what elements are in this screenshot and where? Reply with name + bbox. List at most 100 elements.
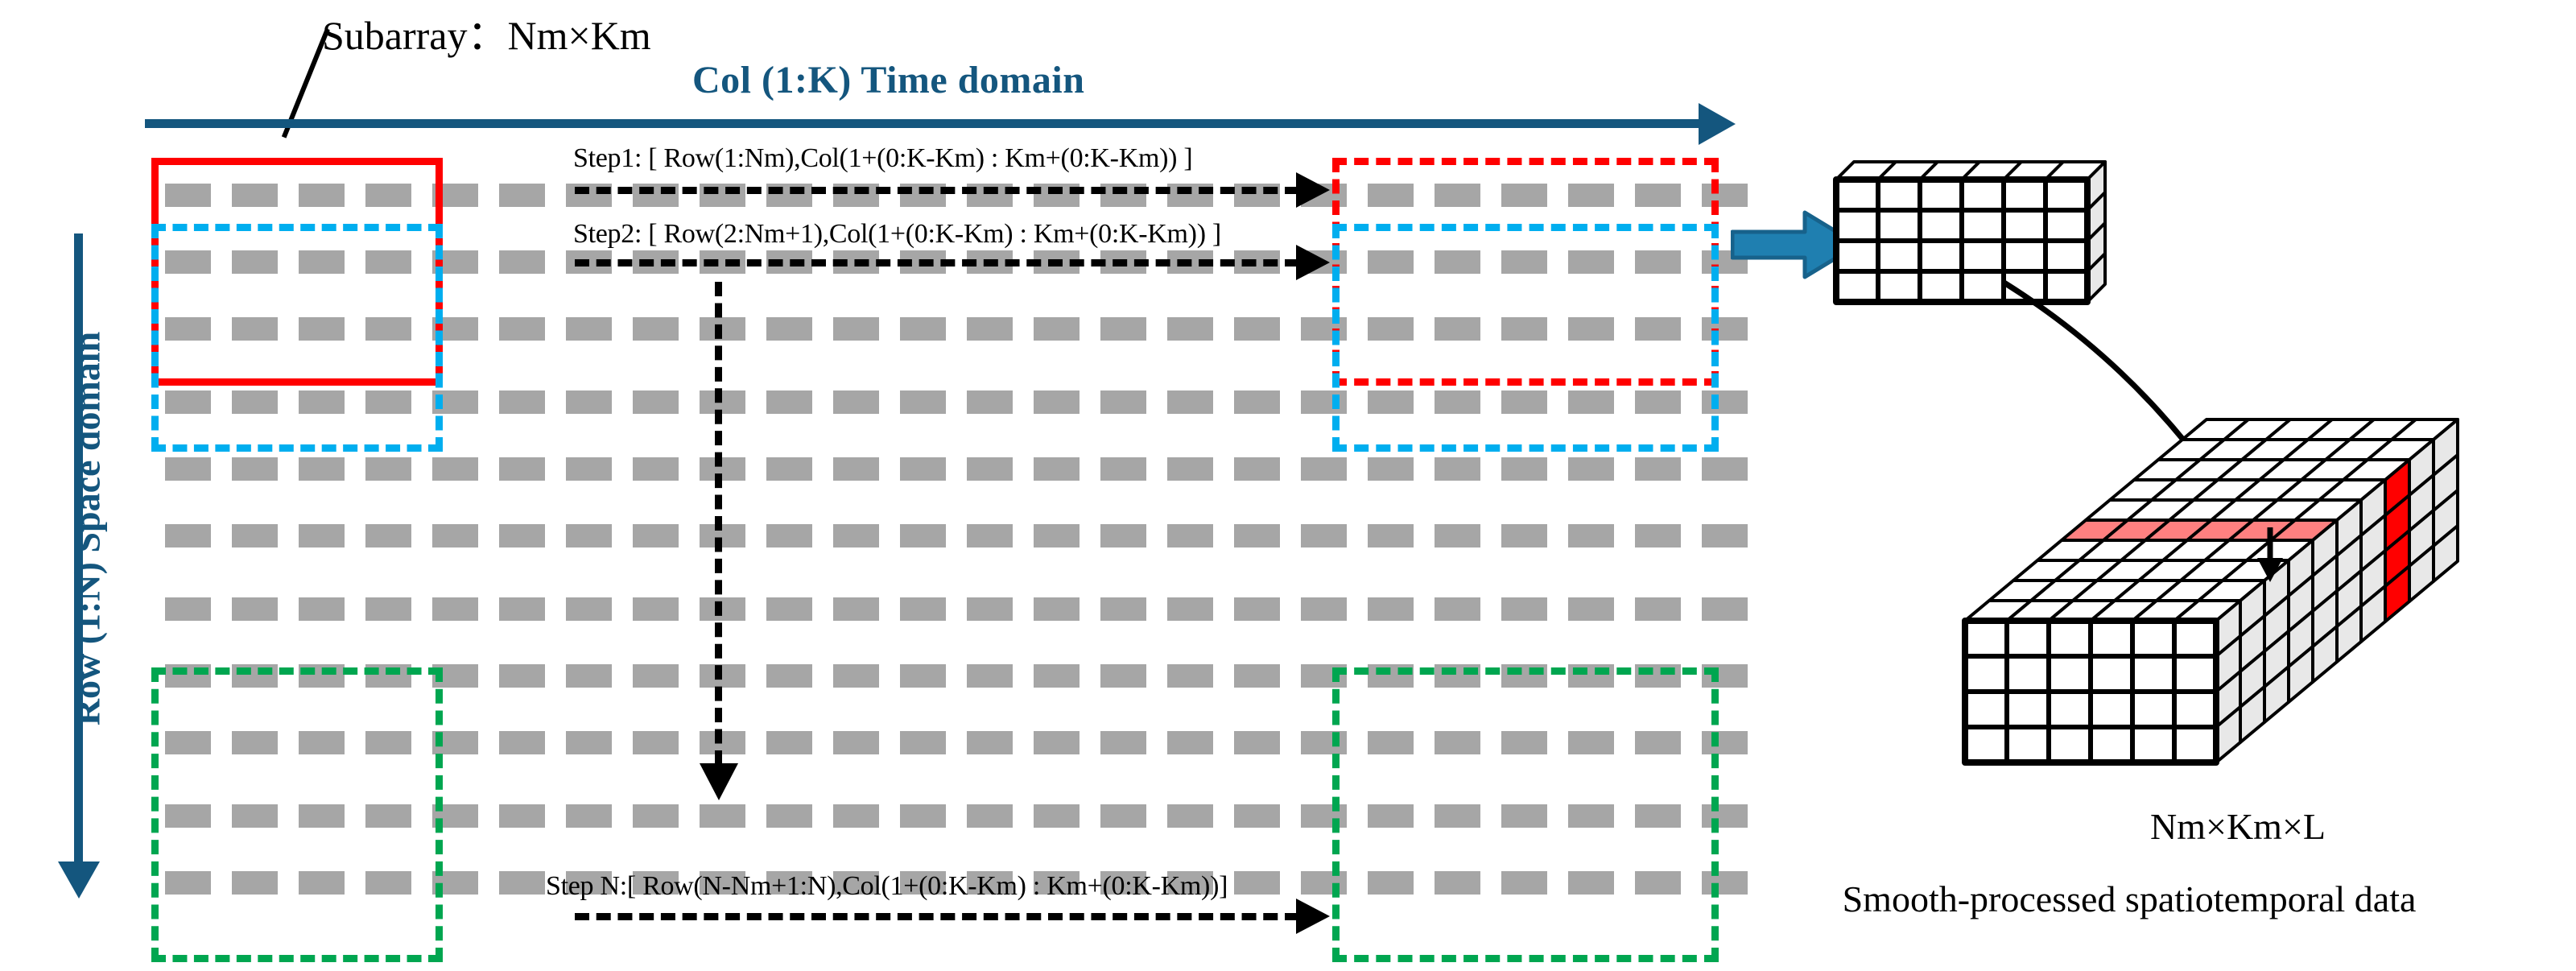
matrix-cell (766, 804, 812, 828)
matrix-cell (1635, 524, 1681, 547)
matrix-cell (967, 597, 1013, 621)
row-shift-arrow-line (715, 282, 722, 765)
matrix-cell (967, 317, 1013, 341)
subarray-right-cyan (1332, 224, 1719, 452)
matrix-cell (1435, 317, 1480, 341)
matrix-cell (232, 804, 278, 828)
matrix-cell (1167, 457, 1213, 481)
matrix-cell (967, 664, 1013, 688)
matrix-cell (967, 871, 1013, 895)
matrix-cell (1568, 457, 1614, 481)
matrix-cell (1568, 390, 1614, 414)
matrix-cell (700, 524, 745, 547)
matrix-cell (432, 457, 478, 481)
matrix-cell (1234, 731, 1280, 754)
matrix-cell (232, 250, 278, 274)
matrix-cell (700, 871, 745, 895)
matrix-cell (833, 804, 879, 828)
matrix-cell (365, 524, 411, 547)
matrix-cell (1100, 804, 1146, 828)
matrix-cell (1034, 597, 1080, 621)
matrix-cell (1635, 457, 1681, 481)
matrix-cell (900, 664, 946, 688)
matrix-cell (1501, 390, 1547, 414)
matrix-cell (967, 731, 1013, 754)
matrix-cell (1435, 871, 1480, 895)
matrix-cell (633, 390, 679, 414)
matrix-cell (766, 871, 812, 895)
matrix-cell (1435, 804, 1480, 828)
matrix-cell (232, 871, 278, 895)
matrix-cell (700, 457, 745, 481)
matrix-cell (900, 597, 946, 621)
matrix-cell (633, 457, 679, 481)
matrix-cell (1234, 664, 1280, 688)
matrix-cell (299, 184, 345, 207)
matrix-cell (1167, 804, 1213, 828)
matrix-cell (165, 597, 211, 621)
matrix-cell (1702, 804, 1748, 828)
matrix-cell (1568, 871, 1614, 895)
matrix-cell (232, 524, 278, 547)
matrix-cell (299, 597, 345, 621)
matrix-cell (299, 731, 345, 754)
matrix-cell (165, 457, 211, 481)
matrix-cell (299, 390, 345, 414)
matrix-cell (766, 731, 812, 754)
matrix-cell (833, 731, 879, 754)
stepN-arrow-line (575, 913, 1299, 920)
matrix-cell (1635, 804, 1681, 828)
matrix-cell (700, 804, 745, 828)
matrix-cell (566, 457, 612, 481)
matrix-cell (833, 524, 879, 547)
stepN-label: Step N:[ Row(N-Nm+1:N),Col(1+(0:K-Km) : … (546, 871, 1228, 901)
matrix-cell (499, 250, 545, 274)
matrix-cell (1702, 597, 1748, 621)
matrix-cell (1635, 597, 1681, 621)
matrix-cell (1501, 731, 1547, 754)
matrix-cell (1501, 184, 1547, 207)
matrix-cell (1435, 731, 1480, 754)
matrix-cell (766, 457, 812, 481)
matrix-cell (232, 390, 278, 414)
matrix-cell (900, 390, 946, 414)
matrix-cell (232, 457, 278, 481)
matrix-cell (566, 804, 612, 828)
matrix-cell (1702, 731, 1748, 754)
matrix-cell (1100, 871, 1146, 895)
matrix-cell (1568, 524, 1614, 547)
step2-arrowhead (1296, 245, 1330, 280)
matrix-cell (299, 524, 345, 547)
matrix-cell (566, 871, 612, 895)
matrix-cell (165, 871, 211, 895)
matrix-cell (833, 317, 879, 341)
selection-box-layer (151, 158, 1719, 962)
matrix-cell (1167, 731, 1213, 754)
step2-label: Step2: [ Row(2:Nm+1),Col(1+(0:K-Km) : Km… (573, 219, 1221, 249)
matrix-cell (1301, 597, 1347, 621)
matrix-cell (499, 664, 545, 688)
matrix-cell (499, 524, 545, 547)
matrix-cell (900, 871, 946, 895)
matrix-cell (1368, 184, 1414, 207)
matrix-cell (1635, 317, 1681, 341)
matrix-cell (967, 524, 1013, 547)
matrix-cell (165, 524, 211, 547)
matrix-cell (165, 804, 211, 828)
matrix-cell (766, 664, 812, 688)
matrix-cell (1568, 184, 1614, 207)
matrix-cell (700, 317, 745, 341)
time-domain-axis-arrowhead (1699, 103, 1736, 145)
matrix-cell (1234, 597, 1280, 621)
matrix-cell (165, 317, 211, 341)
matrix-cell (1368, 457, 1414, 481)
matrix-cell (1234, 457, 1280, 481)
matrix-cell (1435, 184, 1480, 207)
matrix-cell (566, 597, 612, 621)
step1-arrowhead (1296, 172, 1330, 208)
matrix-cell (633, 524, 679, 547)
matrix-cell (766, 597, 812, 621)
matrix-cell (1635, 390, 1681, 414)
subarray-shift-cyan (151, 224, 443, 452)
matrix-cell (1635, 731, 1681, 754)
